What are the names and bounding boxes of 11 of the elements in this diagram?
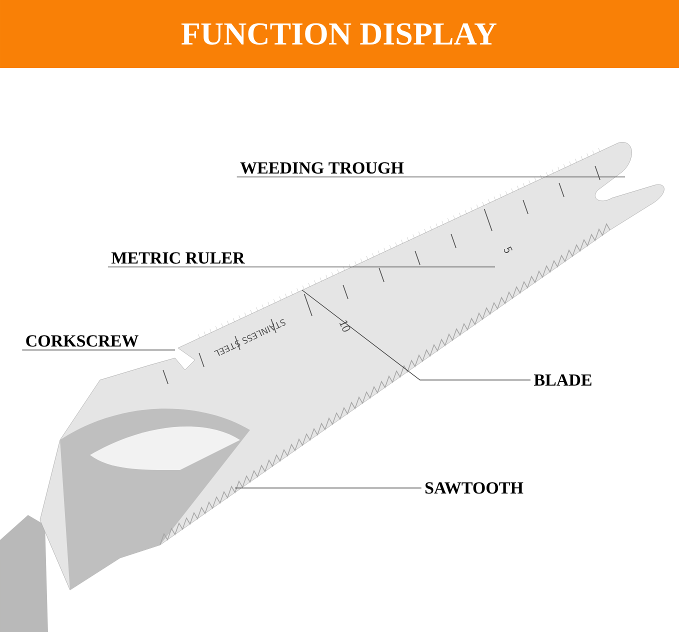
leader-line xyxy=(236,176,626,178)
leader-line xyxy=(108,266,496,268)
callout-label: METRIC RULER xyxy=(111,252,245,264)
callout-label: BLADE xyxy=(534,374,592,386)
callout-label: SAWTOOTH xyxy=(425,482,524,494)
leader-line xyxy=(302,290,531,380)
engraved-text: 10 xyxy=(339,320,350,332)
engraved-text: 5 xyxy=(504,246,512,253)
title: FUNCTION DISPLAY xyxy=(181,23,496,45)
callout-label: CORKSCREW xyxy=(26,335,138,347)
callout-label: WEEDING TROUGH xyxy=(240,162,404,174)
